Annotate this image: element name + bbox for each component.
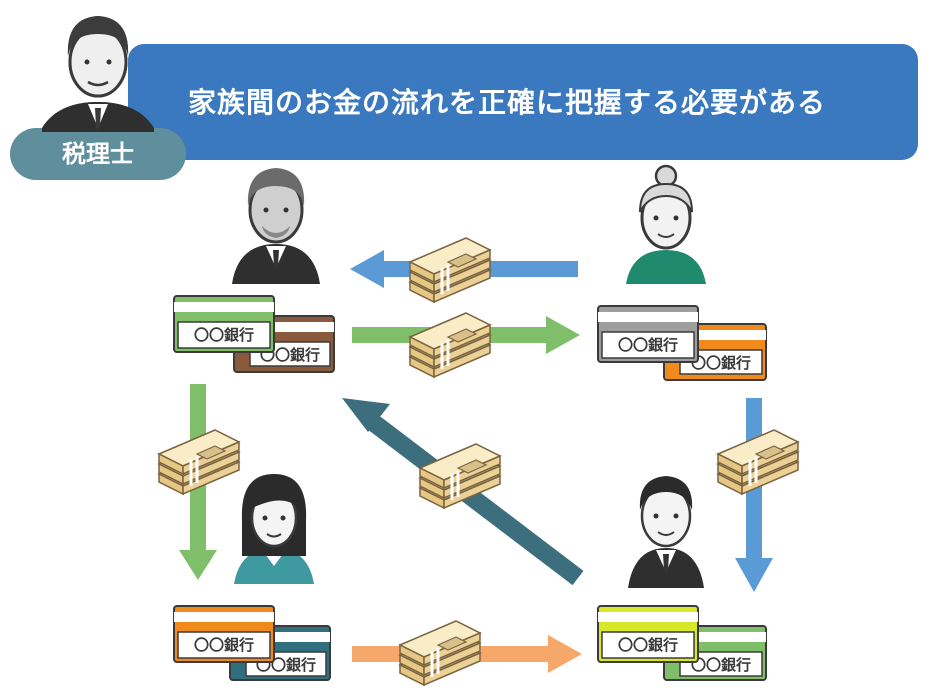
- mother-icon: [234, 474, 314, 584]
- advisor-role-label: 税理士: [62, 140, 134, 168]
- money-bundle-icon: [157, 428, 241, 496]
- father-bank-card-front: 〇〇銀行: [597, 605, 699, 663]
- grandmother-bank-card-front: 〇〇銀行: [597, 305, 699, 363]
- bank-label: 〇〇銀行: [618, 336, 678, 354]
- money-bundle-icon: [398, 619, 482, 687]
- bank-label: 〇〇銀行: [194, 326, 254, 344]
- bank-label: 〇〇銀行: [691, 354, 751, 372]
- money-bundle-icon: [408, 311, 492, 379]
- money-bundle-icon: [716, 428, 800, 496]
- money-bundle-icon: [408, 236, 492, 304]
- bank-label: 〇〇銀行: [260, 346, 320, 364]
- grandfather-bank-card-front: 〇〇銀行: [173, 295, 275, 353]
- mother-bank-card-front: 〇〇銀行: [173, 605, 275, 663]
- banner-title: 家族間のお金の流れを正確に把握する必要がある: [188, 86, 827, 119]
- father-bank-card-back: 〇〇銀行: [663, 625, 767, 681]
- grandmother-icon: [626, 164, 706, 284]
- bank-label: 〇〇銀行: [691, 656, 751, 674]
- advisor-figure: [42, 16, 154, 132]
- title-banner: [128, 44, 918, 160]
- advisor-role-badge: [10, 128, 186, 180]
- father-icon: [628, 476, 704, 588]
- arrow-grandmother-to-father: [735, 398, 773, 592]
- bank-label: 〇〇銀行: [194, 636, 254, 654]
- grandfather-icon: [232, 168, 320, 284]
- bank-label: 〇〇銀行: [618, 636, 678, 654]
- arrow-father-to-grandfather: [342, 398, 584, 586]
